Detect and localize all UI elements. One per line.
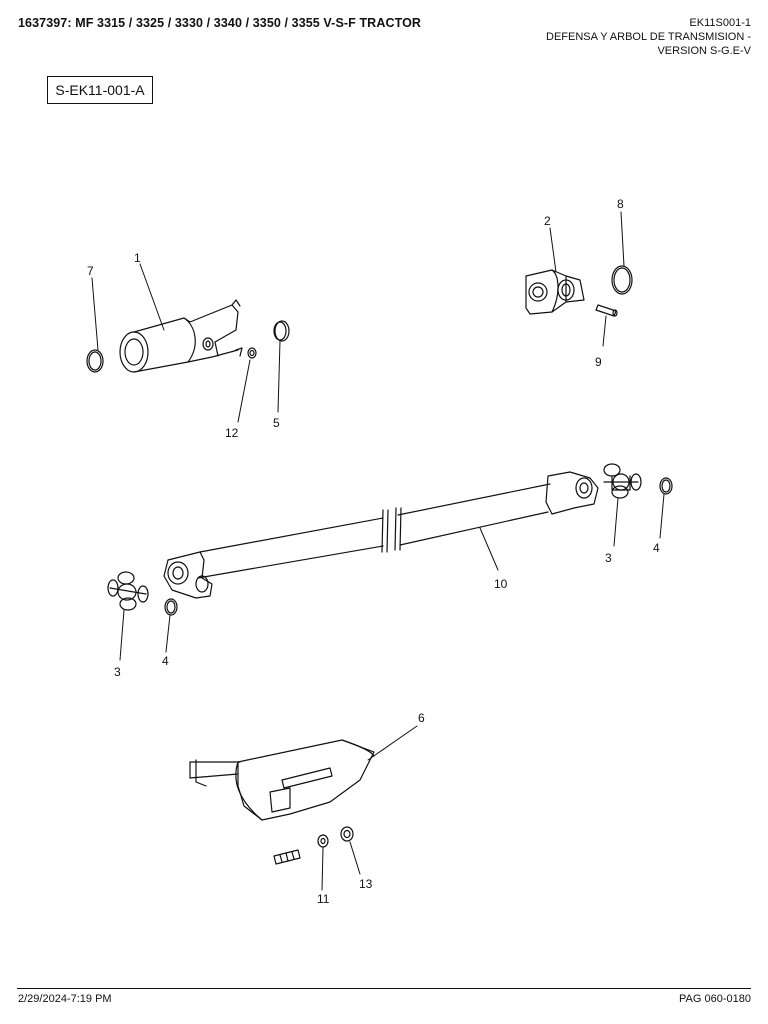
footer-divider [17, 988, 751, 989]
header-info: EK11S001-1 DEFENSA Y ARBOL DE TRANSMISIO… [546, 16, 751, 58]
part-6-shield [189, 739, 375, 821]
callout-2: 2 [544, 214, 551, 228]
part-11-washer [317, 834, 329, 848]
part-4-snap-ring-right [659, 477, 673, 495]
callout-5: 5 [273, 416, 280, 430]
section-description-line2: VERSION S-G.E-V [657, 45, 751, 57]
callout-4-right: 4 [653, 541, 660, 555]
part-13-nut [340, 826, 354, 842]
document-title: 1637397: MF 3315 / 3325 / 3330 / 3340 / … [18, 16, 422, 30]
page-number: PAG 060-0180 [679, 993, 751, 1005]
diagram-code-label: S-EK11-001-A [47, 76, 153, 104]
part-8-snap-ring [611, 265, 633, 295]
callout-8: 8 [617, 197, 624, 211]
part-3-ujoint-left [107, 571, 149, 611]
part-7-snap-ring [86, 349, 104, 373]
part-2-yoke [525, 269, 585, 315]
callout-6: 6 [418, 711, 425, 725]
callout-12: 12 [225, 426, 239, 440]
section-description-line1: DEFENSA Y ARBOL DE TRANSMISION - [546, 31, 751, 43]
print-datetime: 2/29/2024-7:19 PM [18, 993, 112, 1005]
part-9-pin [595, 304, 618, 317]
callout-4-left: 4 [162, 654, 169, 668]
callout-13: 13 [359, 877, 373, 891]
part-12-nut [247, 347, 257, 359]
document-code: EK11S001-1 [689, 17, 751, 29]
callout-7: 7 [87, 264, 94, 278]
leader-lines [91, 211, 665, 891]
part-1-yoke [119, 299, 243, 373]
bolt [273, 849, 301, 865]
callout-1: 1 [134, 251, 141, 265]
part-3-ujoint-right [603, 463, 642, 499]
part-10-drive-shaft [163, 471, 599, 599]
callout-3-left: 3 [114, 665, 121, 679]
callout-3-right: 3 [605, 551, 612, 565]
part-4-snap-ring-left [164, 598, 178, 616]
callout-9: 9 [595, 355, 602, 369]
callout-10: 10 [494, 577, 508, 591]
part-5-seal-ring [273, 320, 290, 342]
callout-11: 11 [317, 892, 330, 906]
